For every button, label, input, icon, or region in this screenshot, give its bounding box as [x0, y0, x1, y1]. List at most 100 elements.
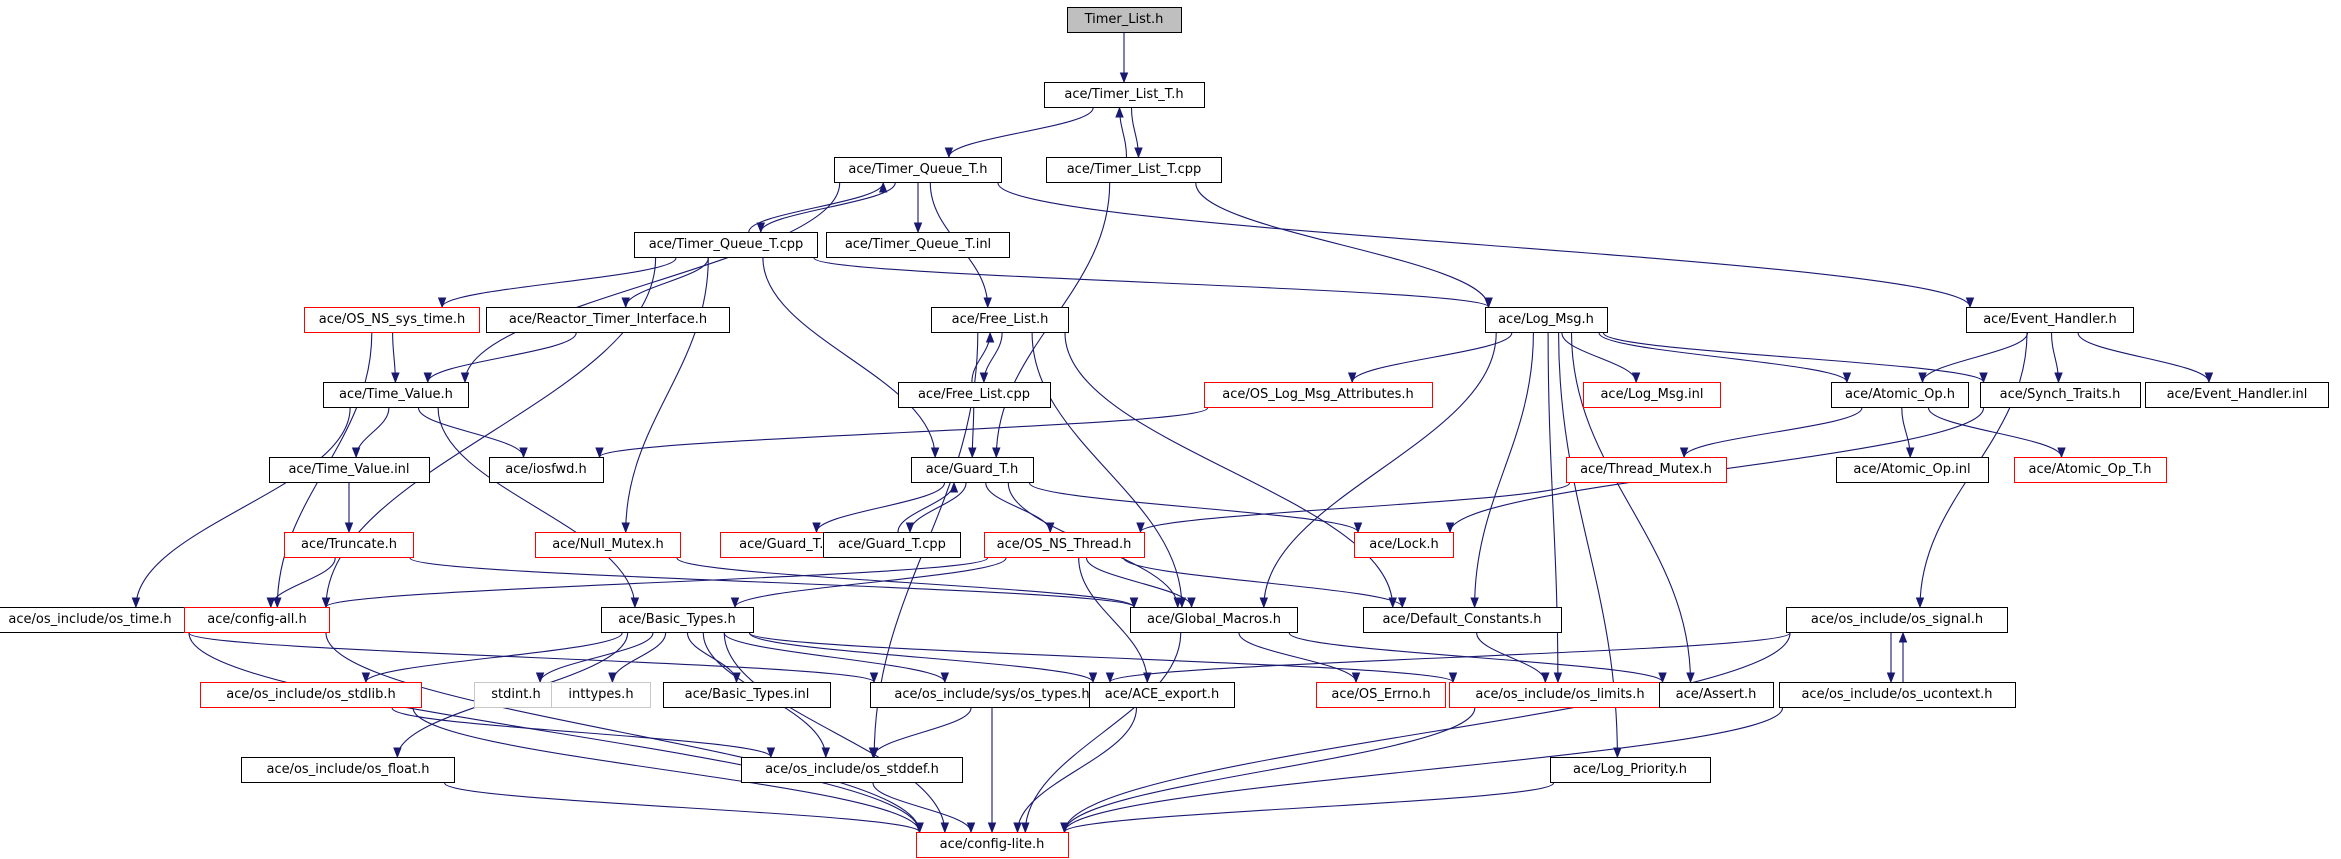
- arrowhead-truncate-h: [344, 522, 354, 534]
- edge-truncate-h-to-global-macros-h: [409, 557, 1135, 608]
- edge-null-mutex-h-to-global-macros-h: [676, 557, 1135, 608]
- arrowhead-ace-export-h: [1143, 672, 1152, 684]
- file-node-os-errno-h[interactable]: ace/OS_Errno.h: [1316, 682, 1446, 708]
- file-node-os-ns-thread-h[interactable]: ace/OS_NS_Thread.h: [983, 532, 1145, 558]
- file-node-log-priority-h[interactable]: ace/Log_Priority.h: [1549, 757, 1711, 783]
- edge-os-include-os-signal-h-to-os-include-sys-os-types-h: [1109, 632, 1791, 683]
- file-node-time-value-inl[interactable]: ace/Time_Value.inl: [268, 457, 430, 483]
- file-node-timer-queue-t-cpp[interactable]: ace/Timer_Queue_T.cpp: [634, 232, 818, 258]
- arrowhead-inttypes-h: [608, 672, 617, 684]
- file-node-timer-queue-t-inl[interactable]: ace/Timer_Queue_T.inl: [826, 232, 1010, 258]
- edge-os-include-os-time-h-to-config-lite-h: [188, 632, 921, 833]
- arrowhead-config-lite-h: [966, 822, 976, 834]
- file-node-os-include-os-stdlib-h[interactable]: ace/os_include/os_stdlib.h: [200, 682, 422, 708]
- file-node-os-include-os-limits-h[interactable]: ace/os_include/os_limits.h: [1449, 682, 1671, 708]
- edge-os-include-os-float-h-to-config-lite-h: [444, 782, 921, 833]
- file-node-iosfwd-h[interactable]: ace/iosfwd.h: [488, 457, 604, 483]
- file-node-reactor-timer-interface-h[interactable]: ace/Reactor_Timer_Interface.h: [486, 307, 730, 333]
- arrowhead-default-constants-h: [1398, 597, 1407, 609]
- edge-log-msg-h-to-atomic-op-h: [1598, 332, 1848, 383]
- arrowhead-default-constants-h: [1470, 597, 1479, 609]
- file-node-atomic-op-h[interactable]: ace/Atomic_Op.h: [1831, 382, 1969, 408]
- file-node-os-ns-sys-time-h[interactable]: ace/OS_NS_sys_time.h: [304, 307, 480, 333]
- file-node-free-list-cpp[interactable]: ace/Free_List.cpp: [897, 382, 1051, 408]
- edge-event-handler-h-to-event-handler-inl: [2077, 332, 2210, 383]
- file-node-timer-list-t-h[interactable]: ace/Timer_List_T.h: [1043, 82, 1205, 108]
- file-node-atomic-op-inl[interactable]: ace/Atomic_Op.inl: [1835, 457, 1989, 483]
- edge-os-include-os-stddef-h-to-config-lite-h: [872, 782, 972, 833]
- arrowhead-basic-types-h: [730, 597, 740, 609]
- file-node-ace-export-h[interactable]: ace/ACE_export.h: [1089, 682, 1235, 708]
- edge-timer-queue-t-cpp-to-os-ns-sys-time-h: [441, 257, 677, 308]
- arrowhead-time-value-h: [423, 372, 433, 384]
- arrowhead-timer-queue-t-h: [878, 181, 888, 193]
- edge-timer-queue-t-cpp-to-log-msg-h: [813, 257, 1490, 308]
- edge-timer-queue-t-cpp-to-reactor-timer-interface-h: [625, 257, 709, 308]
- arrowhead-os-include-sys-os-types-h: [869, 672, 879, 684]
- arrowhead-os-include-os-stdlib-h: [361, 672, 371, 684]
- arrowhead-os-include-os-limits-h: [1541, 672, 1550, 684]
- edge-os-log-msg-attributes-h-to-iosfwd-h: [598, 407, 1209, 458]
- arrowhead-timer-queue-t-cpp: [756, 222, 766, 234]
- arrowhead-os-include-os-stddef-h: [868, 747, 878, 759]
- file-node-os-include-os-float-h[interactable]: ace/os_include/os_float.h: [241, 757, 455, 783]
- arrowhead-guard-t-cpp: [905, 522, 915, 534]
- edge-global-macros-h-to-assert-h: [1288, 632, 1664, 683]
- file-node-guard-t-cpp[interactable]: ace/Guard_T.cpp: [823, 532, 961, 558]
- file-node-event-handler-h[interactable]: ace/Event_Handler.h: [1966, 307, 2134, 333]
- arrowhead-os-include-sys-os-types-h: [1105, 672, 1115, 684]
- edge-log-msg-h-to-global-macros-h: [1263, 332, 1497, 608]
- arrowhead-os-include-os-limits-h: [1448, 672, 1458, 684]
- file-node-lock-h[interactable]: ace/Lock.h: [1354, 532, 1454, 558]
- arrowhead-config-all-h: [321, 597, 331, 609]
- file-node-os-include-os-stddef-h[interactable]: ace/os_include/os_stddef.h: [741, 757, 963, 783]
- file-node-basic-types-h[interactable]: ace/Basic_Types.h: [600, 607, 754, 633]
- edge-free-list-h-to-global-macros-h: [1031, 332, 1183, 608]
- file-node-event-handler-inl[interactable]: ace/Event_Handler.inl: [2145, 382, 2329, 408]
- edge-guard-t-h-to-lock-h: [1028, 482, 1359, 533]
- file-node-stdint-h: stdint.h: [473, 682, 559, 708]
- file-node-global-macros-h[interactable]: ace/Global_Macros.h: [1130, 607, 1298, 633]
- edge-os-ns-thread-h-to-ace-export-h: [1078, 557, 1148, 683]
- edge-reactor-timer-interface-h-to-time-value-h: [427, 332, 577, 383]
- file-node-synch-traits-h[interactable]: ace/Synch_Traits.h: [1979, 382, 2141, 408]
- file-node-timer-queue-t-h[interactable]: ace/Timer_Queue_T.h: [834, 157, 1002, 183]
- edge-os-include-sys-os-types-h-to-os-include-os-stddef-h: [872, 707, 972, 758]
- file-node-os-include-os-ucontext-h[interactable]: ace/os_include/os_ucontext.h: [1778, 682, 2016, 708]
- file-node-config-all-h[interactable]: ace/config-all.h: [184, 607, 330, 633]
- file-node-timer-list-t-cpp[interactable]: ace/Timer_List_T.cpp: [1046, 157, 1222, 183]
- file-node-null-mutex-h[interactable]: ace/Null_Mutex.h: [535, 532, 681, 558]
- file-node-default-constants-h[interactable]: ace/Default_Constants.h: [1362, 607, 1562, 633]
- arrowhead-os-include-sys-os-types-h: [940, 672, 950, 684]
- arrowhead-os-include-os-stddef-h: [766, 747, 776, 759]
- file-node-atomic-op-t-h[interactable]: ace/Atomic_Op_T.h: [2013, 457, 2167, 483]
- arrowhead-config-lite-h: [940, 822, 950, 834]
- file-node-guard-t-h[interactable]: ace/Guard_T.h: [910, 457, 1034, 483]
- arrowhead-free-list-h: [983, 297, 992, 309]
- file-node-assert-h[interactable]: ace/Assert.h: [1658, 682, 1774, 708]
- file-node-free-list-h[interactable]: ace/Free_List.h: [931, 307, 1069, 333]
- file-node-truncate-h[interactable]: ace/Truncate.h: [284, 532, 414, 558]
- edge-basic-types-h-to-stdint-h: [539, 632, 654, 683]
- file-node-thread-mutex-h[interactable]: ace/Thread_Mutex.h: [1565, 457, 1727, 483]
- file-node-os-include-sys-os-types-h[interactable]: ace/os_include/sys/os_types.h: [870, 682, 1114, 708]
- arrowhead-os-include-os-time-h: [131, 597, 141, 609]
- file-node-log-msg-h[interactable]: ace/Log_Msg.h: [1484, 307, 1608, 333]
- file-node-os-include-os-signal-h[interactable]: ace/os_include/os_signal.h: [1786, 607, 2008, 633]
- file-node-basic-types-inl[interactable]: ace/Basic_Types.inl: [663, 682, 831, 708]
- file-node-config-lite-h[interactable]: ace/config-lite.h: [915, 832, 1069, 858]
- edge-os-include-os-limits-h-to-config-lite-h: [1063, 707, 1476, 833]
- file-node-os-log-msg-attributes-h[interactable]: ace/OS_Log_Msg_Attributes.h: [1203, 382, 1433, 408]
- arrowhead-log-msg-inl: [1631, 372, 1641, 384]
- file-node-log-msg-inl[interactable]: ace/Log_Msg.inl: [1583, 382, 1721, 408]
- file-node-time-value-h[interactable]: ace/Time_Value.h: [323, 382, 469, 408]
- edge-event-handler-h-to-atomic-op-h: [1921, 332, 2029, 383]
- arrowhead-global-macros-h: [1173, 597, 1182, 609]
- arrowhead-lock-h: [1445, 522, 1455, 534]
- arrowhead-synch-traits-h: [1979, 372, 1988, 384]
- file-node-os-include-os-time-h[interactable]: ace/os_include/os_time.h: [0, 607, 193, 633]
- edge-log-msg-h-to-os-log-msg-attributes-h: [1351, 332, 1513, 383]
- edge-global-macros-h-to-config-lite-h: [1024, 632, 1182, 833]
- arrowhead-config-lite-h: [987, 822, 997, 834]
- arrowhead-time-value-inl: [351, 447, 361, 459]
